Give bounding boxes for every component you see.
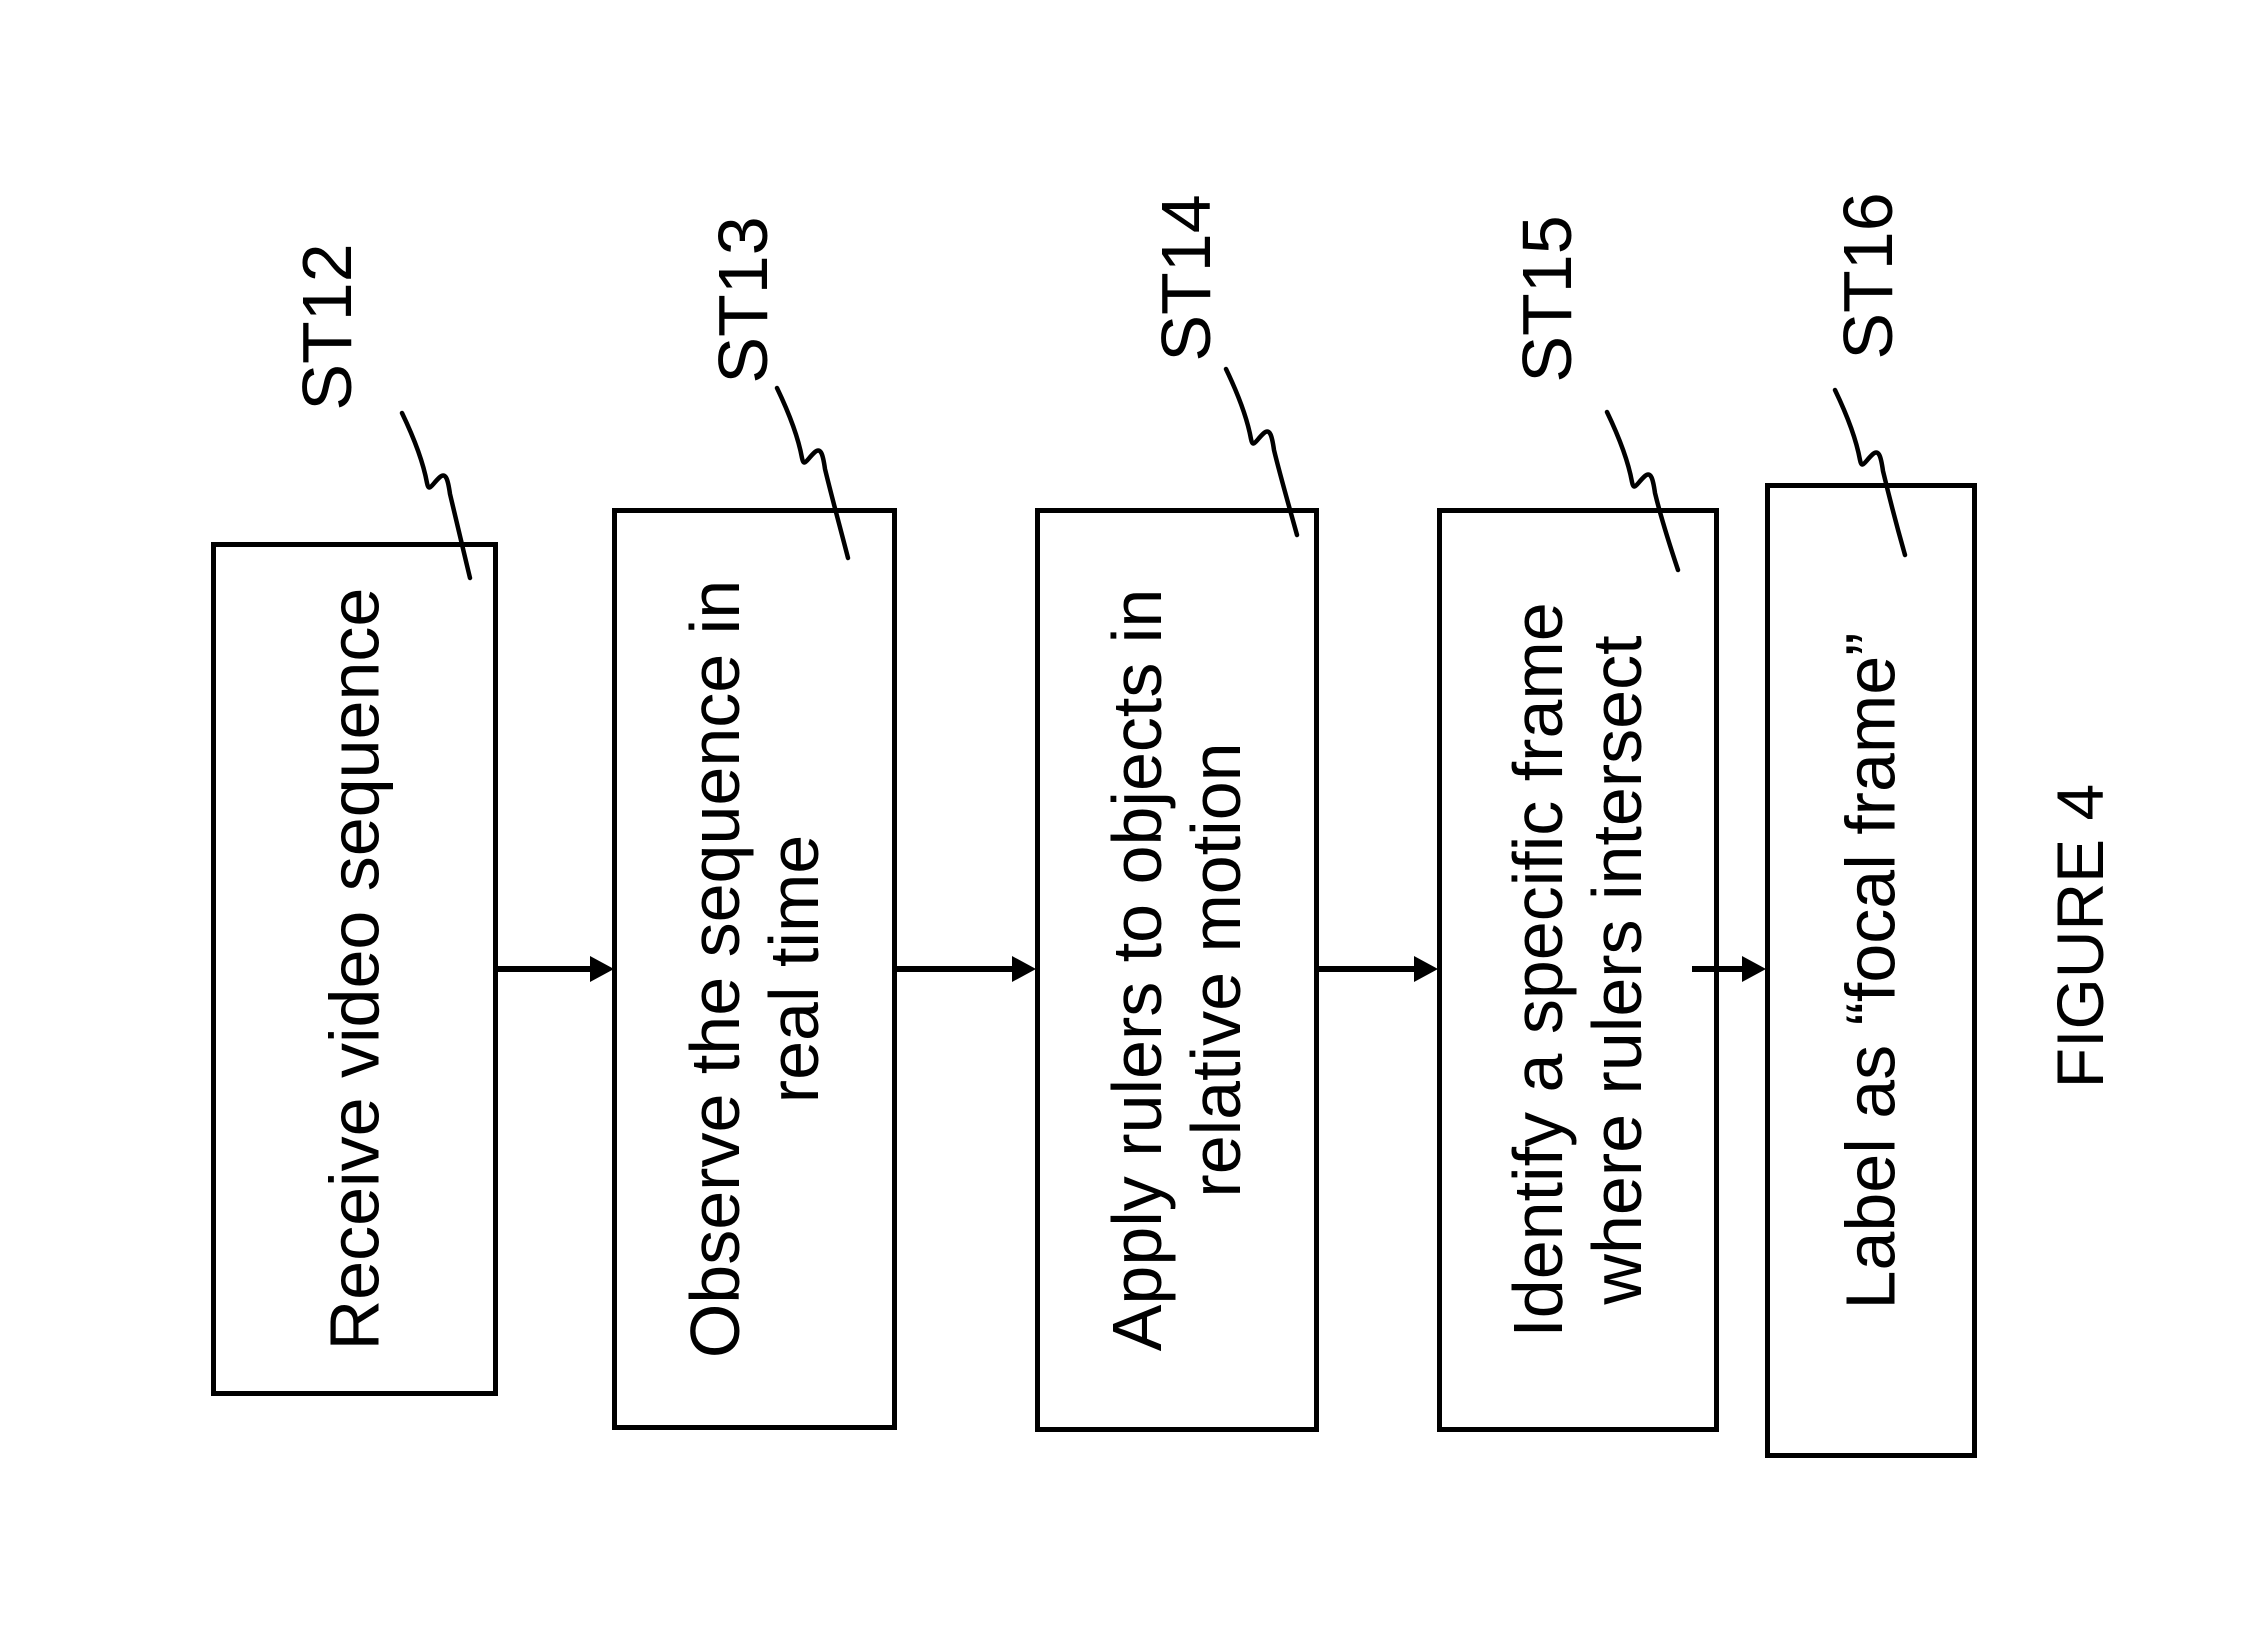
step-box-st14: Apply rulers to objects in relative moti…	[1035, 508, 1319, 1432]
step-label-st14: ST14	[1147, 194, 1225, 362]
arrowhead-icon	[590, 956, 614, 982]
step-text-line: relative motion	[1177, 742, 1255, 1198]
step-label-st15: ST15	[1508, 215, 1586, 383]
arrowhead-icon	[1742, 956, 1766, 982]
step-text-line: where rulers intersect	[1578, 635, 1656, 1305]
step-text-line: Label as “focal frame”	[1831, 632, 1910, 1309]
step-label-st13: ST13	[704, 216, 782, 384]
step-text-line: Receive video sequence	[314, 587, 393, 1351]
step-text-st16: Label as “focal frame”	[1831, 632, 1910, 1309]
flow-arrow-2	[893, 956, 1036, 982]
step-box-st16: Label as “focal frame”	[1765, 483, 1977, 1458]
step-box-st12: Receive video sequence	[211, 542, 498, 1396]
flow-arrow-3	[1315, 956, 1438, 982]
step-text-st14: Apply rulers to objects in relative moti…	[1098, 589, 1256, 1352]
step-text-st12: Receive video sequence	[315, 588, 394, 1351]
step-box-st15: Identify a specific frame where rulers i…	[1437, 508, 1719, 1432]
figure-caption: FIGURE 4	[2043, 783, 2117, 1089]
step-text-line: Identify a specific frame	[1498, 602, 1577, 1338]
arrowhead-icon	[1012, 956, 1036, 982]
step-box-st13: Observe the sequence in real time	[612, 508, 897, 1430]
flow-arrow-1	[493, 956, 614, 982]
step-text-line: Observe the sequence in	[675, 579, 754, 1359]
step-label-st12: ST12	[288, 243, 366, 411]
arrowhead-icon	[1414, 956, 1438, 982]
step-text-st13: Observe the sequence in real time	[675, 580, 833, 1358]
step-text-line: Apply rulers to objects in	[1097, 588, 1176, 1352]
step-text-st15: Identify a specific frame where rulers i…	[1499, 602, 1657, 1337]
step-label-st16: ST16	[1829, 192, 1907, 360]
step-text-line: real time	[754, 834, 833, 1104]
